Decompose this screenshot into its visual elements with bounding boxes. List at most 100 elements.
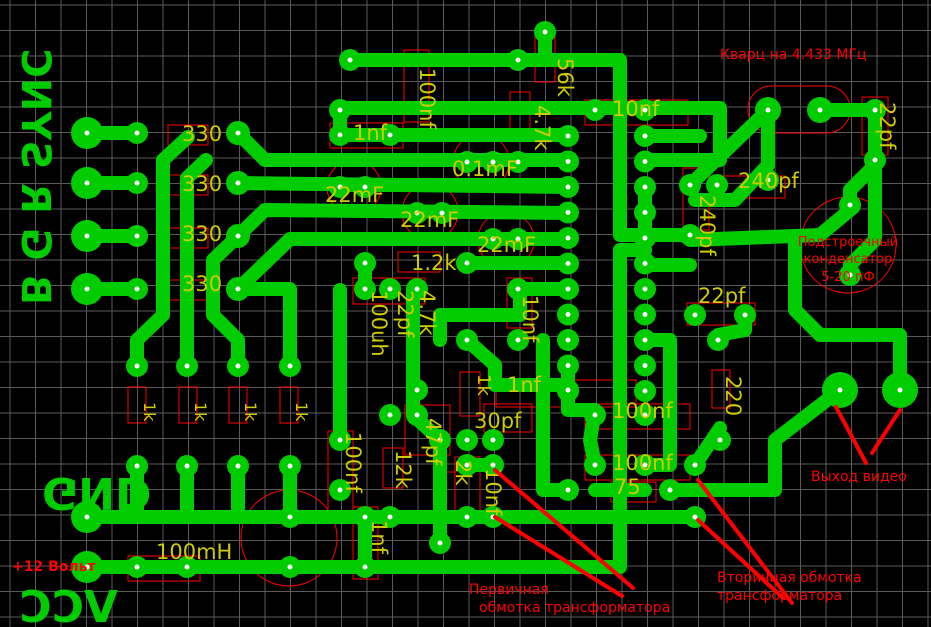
drill-hole xyxy=(515,236,521,242)
drill-hole xyxy=(287,363,293,369)
label-c30pf: 30pf xyxy=(474,409,522,433)
label-c22pf: 22pf xyxy=(698,284,746,308)
drill-hole xyxy=(872,107,878,113)
drill-hole xyxy=(847,202,853,208)
label-c100nf: 100nf xyxy=(341,432,365,493)
drill-hole xyxy=(134,130,140,136)
drill-hole xyxy=(414,387,420,393)
drill-hole xyxy=(642,412,648,418)
crystal-note: Кварц на 4.433 МГц xyxy=(720,47,867,63)
label-c22pf: 22pf xyxy=(875,102,899,150)
label-r47k: 4.7k xyxy=(530,105,554,151)
drill-hole xyxy=(464,159,470,165)
label-r330: 330 xyxy=(182,122,222,146)
label-c1nf: 1nf xyxy=(367,520,391,555)
label-c01mf: 0.1mF xyxy=(452,157,518,181)
label-c240pf-v: 240pf xyxy=(695,195,719,256)
drill-hole xyxy=(362,514,368,520)
drill-hole xyxy=(592,462,598,468)
drill-hole xyxy=(642,337,648,343)
drill-hole xyxy=(464,260,470,266)
label-c22mf: 22mF xyxy=(400,208,459,232)
drill-hole xyxy=(387,132,393,138)
label-r47k: 4.7k xyxy=(415,290,439,336)
drill-hole xyxy=(337,107,343,113)
copper-trace xyxy=(231,232,575,296)
power-note: +12 Вольт xyxy=(12,559,96,575)
drill-hole xyxy=(565,387,571,393)
drill-hole xyxy=(692,462,698,468)
label-c100nf: 100nf xyxy=(612,451,673,475)
label-c100nf: 100nf xyxy=(612,399,673,423)
drill-hole xyxy=(565,286,571,292)
drill-hole xyxy=(362,286,368,292)
drill-hole xyxy=(642,312,648,317)
drill-hole xyxy=(84,233,90,239)
component-outline xyxy=(404,404,451,456)
copper-trace xyxy=(406,283,447,547)
drill-hole xyxy=(337,487,343,493)
drill-hole xyxy=(84,514,90,520)
label-c22pf: 22pf xyxy=(393,290,417,338)
drill-hole xyxy=(184,463,190,469)
annotation-arrow xyxy=(696,518,785,600)
copper-trace xyxy=(130,130,195,373)
drill-hole xyxy=(592,412,598,418)
drill-hole xyxy=(565,184,571,190)
component-outline xyxy=(403,49,430,123)
drill-hole xyxy=(490,437,496,443)
drill-hole xyxy=(717,437,723,443)
annotation-arrow xyxy=(493,515,624,598)
drill-hole xyxy=(490,236,496,242)
drill-hole xyxy=(84,130,90,136)
drill-hole xyxy=(184,564,190,570)
drill-hole xyxy=(84,564,90,570)
label-r330: 330 xyxy=(182,222,222,246)
copper-trace xyxy=(433,282,575,347)
label-r2k: 2k xyxy=(451,460,475,486)
label-c22mf: 22mF xyxy=(325,183,384,207)
copper-trace xyxy=(80,243,652,574)
copper-trace xyxy=(638,333,677,472)
drill-hole xyxy=(134,180,140,186)
label-c240pf: 240pf xyxy=(738,169,799,193)
drill-hole xyxy=(464,514,470,520)
label-r330: 330 xyxy=(182,172,222,196)
drill-hole xyxy=(897,387,903,393)
video-out-note: Выход видео xyxy=(811,469,907,485)
drill-hole xyxy=(642,210,648,215)
drill-hole xyxy=(642,363,648,368)
drill-hole xyxy=(565,159,571,164)
drill-hole xyxy=(287,463,293,469)
label-c10nf: 10nf xyxy=(518,295,542,343)
trimmer-note-2: конденсатор xyxy=(804,252,893,267)
drill-hole xyxy=(642,235,648,241)
drill-hole xyxy=(642,184,648,190)
label-r330: 330 xyxy=(182,272,222,296)
copper-pads xyxy=(71,21,918,583)
rgb-sync-label: B G R SYNC xyxy=(12,48,58,305)
copper-trace xyxy=(231,203,575,243)
drill-hole xyxy=(347,57,353,63)
component-outline xyxy=(228,386,248,424)
label-r1k: 1k xyxy=(292,402,311,422)
trimmer-note-1: Подстроечный xyxy=(798,235,899,250)
drill-hole xyxy=(642,388,648,394)
drill-hole xyxy=(337,437,343,443)
drill-hole xyxy=(235,463,241,469)
drill-hole xyxy=(642,462,648,468)
label-r12k: 12k xyxy=(391,450,415,490)
drill-hole xyxy=(565,261,571,266)
drill-hole xyxy=(565,363,571,368)
vcc-label: VCC xyxy=(19,582,118,627)
drill-hole xyxy=(387,412,393,418)
drill-hole xyxy=(490,462,496,468)
drill-hole xyxy=(515,337,521,343)
drill-hole xyxy=(134,564,140,570)
drill-hole xyxy=(414,286,420,292)
label-r56k: 56k xyxy=(553,58,577,98)
component-outline xyxy=(483,403,533,433)
gnd-label: GND xyxy=(42,467,151,518)
annotation-arrows xyxy=(493,405,902,605)
drill-hole xyxy=(515,57,521,63)
